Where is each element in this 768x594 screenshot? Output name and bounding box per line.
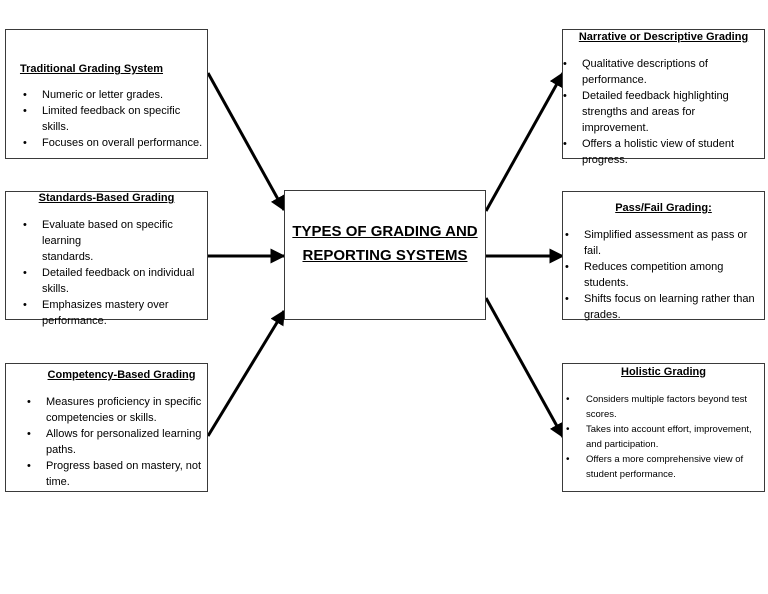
pass-fail-grading-box: Pass/Fail Grading: Simplified assessment… xyxy=(562,191,765,323)
narrative-grading-box: Narrative or Descriptive Grading Qualita… xyxy=(562,29,765,166)
standards-based-grading-title: Standards-Based Grading xyxy=(38,192,175,204)
list-item: Offers a more comprehensive view ofstude… xyxy=(566,452,752,482)
competency-based-grading-title: Competency-Based Grading xyxy=(47,369,196,381)
narrative-grading-title: Narrative or Descriptive Grading xyxy=(578,31,749,43)
list-item: Takes into account effort, improvement,a… xyxy=(566,422,752,452)
arrow-traditional-to-center xyxy=(206,72,286,212)
list-item: Reduces competition among students. xyxy=(565,259,764,291)
traditional-grading-list: Numeric or letter grades. Limited feedba… xyxy=(23,87,207,151)
list-item: Numeric or letter grades. xyxy=(23,87,207,103)
list-item: Simplified assessment as pass or fail. xyxy=(565,227,764,259)
list-item: Considers multiple factors beyond testsc… xyxy=(566,392,752,422)
standards-based-grading-box: Standards-Based Grading Evaluate based o… xyxy=(5,191,208,327)
traditional-grading-box: Traditional Grading System Numeric or le… xyxy=(5,29,208,159)
list-item: Offers a holistic view of studentprogres… xyxy=(563,136,764,168)
arrow-competency-to-center xyxy=(206,309,286,437)
list-item: Limited feedback on specific skills. xyxy=(23,103,207,135)
arrow-center-to-holistic xyxy=(484,297,565,439)
list-item: Measures proficiency in specificcompeten… xyxy=(27,394,201,426)
competency-based-grading-box: Competency-Based Grading Measures profic… xyxy=(5,363,208,492)
narrative-grading-list: Qualitative descriptions ofperformance. … xyxy=(563,56,764,168)
standards-based-grading-list: Evaluate based on specific learningstand… xyxy=(23,217,207,329)
list-item: Shifts focus on learning rather thangrad… xyxy=(565,291,764,323)
traditional-grading-title: Traditional Grading System xyxy=(19,63,164,75)
competency-based-grading-list: Measures proficiency in specificcompeten… xyxy=(27,394,201,490)
holistic-grading-list: Considers multiple factors beyond testsc… xyxy=(566,392,752,482)
arrow-center-to-narrative xyxy=(484,71,565,212)
list-item: Detailed feedback highlightingstrengths … xyxy=(563,88,764,136)
holistic-grading-box: Holistic Grading Considers multiple fact… xyxy=(562,363,765,492)
pass-fail-grading-title: Pass/Fail Grading: xyxy=(615,202,712,214)
pass-fail-grading-list: Simplified assessment as pass or fail. R… xyxy=(565,227,764,323)
list-item: Evaluate based on specific learningstand… xyxy=(23,217,207,265)
list-item: Focuses on overall performance. xyxy=(23,135,207,151)
holistic-grading-title: Holistic Grading xyxy=(621,366,706,378)
